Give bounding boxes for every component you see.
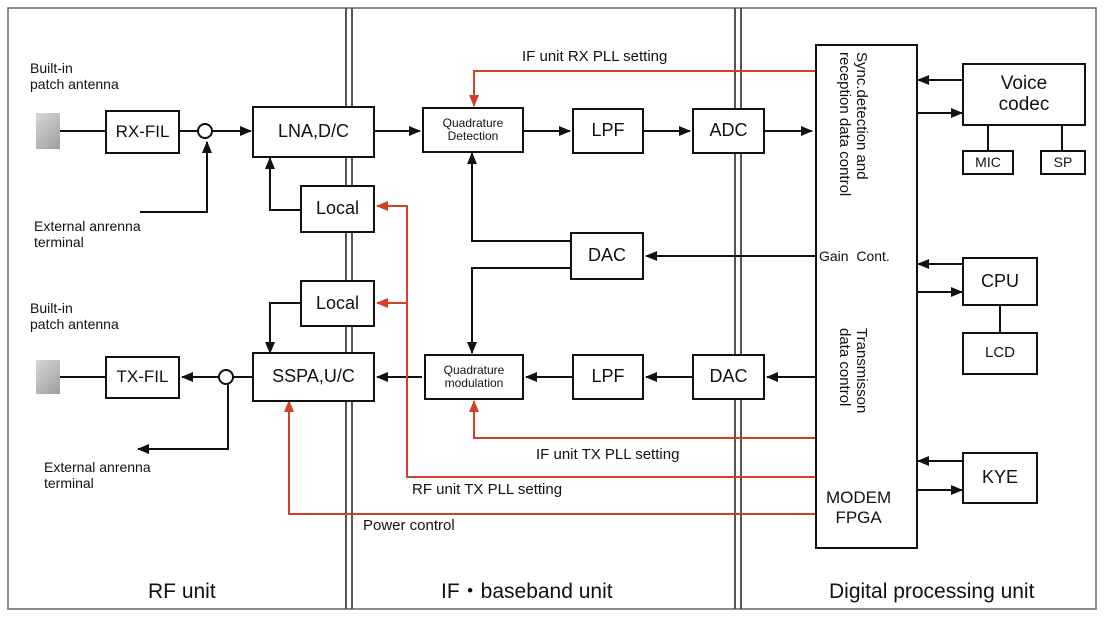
voice-codec-block: Voice codec (962, 63, 1086, 126)
rf-unit-title: RF unit (148, 580, 216, 603)
tx-patch-antenna (36, 360, 60, 394)
quadrature-modulation-block: Quadrature modulation (424, 354, 524, 400)
gain-dac-block: DAC (570, 232, 644, 280)
rx-patch-antenna (36, 113, 60, 149)
tx-external-terminal-label: External anrenna terminal (44, 459, 151, 492)
mic-block: MIC (962, 150, 1014, 175)
sspa-uc-block: SSPA,U/C (252, 352, 375, 402)
rx-filter-block: RX-FIL (105, 110, 180, 154)
rx-junction (197, 123, 213, 139)
rx-antenna-label: Built-in patch antenna (30, 60, 119, 93)
power-control-label: Power control (363, 517, 455, 534)
quadrature-detection-block: Quadrature Detection (422, 107, 524, 153)
speaker-block: SP (1040, 150, 1086, 175)
tx-filter-block: TX-FIL (105, 356, 180, 399)
transmission-data-control-label: Transmisson data control (835, 328, 870, 414)
tx-dac-block: DAC (692, 354, 765, 400)
cpu-block: CPU (962, 257, 1038, 306)
lcd-block: LCD (962, 332, 1038, 375)
if-unit-title: IF・baseband unit (441, 580, 613, 603)
modem-fpga-block (815, 44, 918, 549)
if-rx-pll-label: IF unit RX PLL setting (522, 48, 668, 65)
tx-junction (218, 369, 234, 385)
sync-detection-label: Sync.detection and reception data contro… (835, 52, 870, 197)
rx-local-oscillator: Local (300, 185, 375, 233)
keypad-block: KYE (962, 452, 1038, 504)
gain-control-label: Gain Cont. (819, 248, 890, 264)
modem-fpga-label: MODEM FPGA (826, 488, 892, 527)
rx-external-terminal-label: External anrenna terminal (34, 218, 141, 251)
if-tx-pll-label: IF unit TX PLL setting (536, 446, 680, 463)
digital-unit-title: Digital processing unit (829, 580, 1035, 603)
lna-dc-block: LNA,D/C (252, 106, 375, 158)
tx-antenna-label: Built-in patch antenna (30, 300, 119, 333)
rf-tx-pll-label: RF unit TX PLL setting (412, 481, 563, 498)
adc-block: ADC (692, 108, 765, 154)
rx-lpf-block: LPF (572, 108, 644, 154)
tx-lpf-block: LPF (572, 354, 644, 400)
outer-frame (7, 7, 1097, 610)
tx-local-oscillator: Local (300, 280, 375, 327)
